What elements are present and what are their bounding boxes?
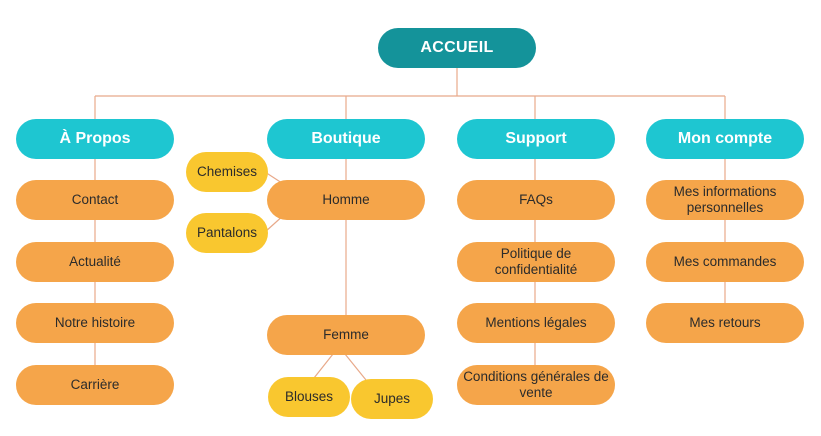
node-faqs: FAQs bbox=[457, 180, 615, 220]
node-pantalons: Pantalons bbox=[186, 213, 268, 253]
node-chemises: Chemises bbox=[186, 152, 268, 192]
node-mes-commandes: Mes commandes bbox=[646, 242, 804, 282]
node-mentions-legales: Mentions légales bbox=[457, 303, 615, 343]
node-mon-compte: Mon compte bbox=[646, 119, 804, 159]
node-contact: Contact bbox=[16, 180, 174, 220]
node-femme: Femme bbox=[267, 315, 425, 355]
node-boutique: Boutique bbox=[267, 119, 425, 159]
node-mes-informations: Mes informations personnelles bbox=[646, 180, 804, 220]
node-carriere: Carrière bbox=[16, 365, 174, 405]
node-blouses: Blouses bbox=[268, 377, 350, 417]
node-jupes: Jupes bbox=[351, 379, 433, 419]
node-conditions-generales: Conditions générales de vente bbox=[457, 365, 615, 405]
node-a-propos: À Propos bbox=[16, 119, 174, 159]
node-support: Support bbox=[457, 119, 615, 159]
connector bbox=[313, 353, 334, 379]
node-homme: Homme bbox=[267, 180, 425, 220]
node-politique-confidentialite: Politique de confidentialité bbox=[457, 242, 615, 282]
node-accueil: ACCUEIL bbox=[378, 28, 536, 68]
connector bbox=[344, 353, 367, 381]
node-actualite: Actualité bbox=[16, 242, 174, 282]
node-notre-histoire: Notre histoire bbox=[16, 303, 174, 343]
node-mes-retours: Mes retours bbox=[646, 303, 804, 343]
